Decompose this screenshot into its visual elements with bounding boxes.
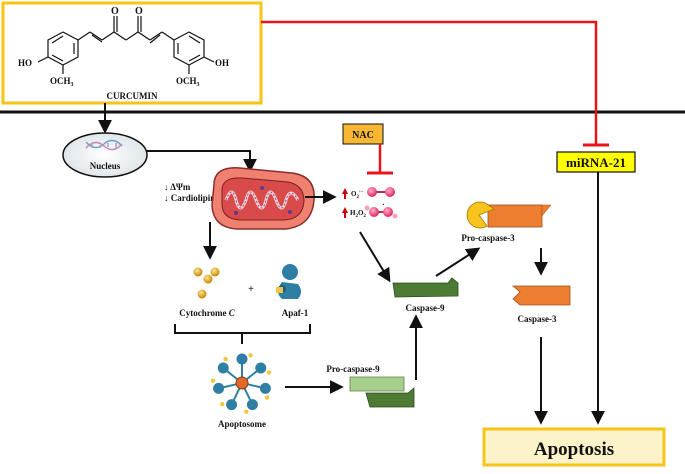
apoptosome-core bbox=[235, 376, 249, 390]
h2o2-molecule bbox=[364, 205, 398, 219]
procaspase3-label: Pro-caspase-3 bbox=[461, 233, 515, 243]
arrow-caspase9-to-procaspase3 bbox=[435, 247, 481, 277]
mitochondrion bbox=[211, 167, 315, 230]
carbonyl-o-right: O bbox=[135, 6, 143, 17]
procaspase3-icon bbox=[466, 201, 552, 229]
apaf1-subunit bbox=[246, 399, 258, 411]
nac-label: NAC bbox=[352, 130, 374, 141]
mirna-box: miRNA-21 bbox=[556, 151, 636, 173]
procaspase9-icon bbox=[349, 376, 415, 408]
curcumin-box: O O HO OH OCH3 OCH3 CURCUMIN bbox=[1, 1, 263, 105]
mirna-label: miRNA-21 bbox=[566, 155, 626, 170]
nucleus: Nucleus bbox=[62, 132, 148, 178]
cytochrome-subunit bbox=[210, 378, 216, 384]
curcumin-inhibits-mirna-line bbox=[261, 20, 598, 145]
cytochrome-subunit bbox=[248, 353, 253, 358]
apoptosis-box: Apoptosis bbox=[482, 427, 666, 467]
caspase3-icon bbox=[511, 285, 571, 306]
plus-sign: + bbox=[248, 284, 254, 295]
apoptosome-icon bbox=[210, 353, 272, 414]
svg-text:·: · bbox=[382, 200, 385, 209]
apaf1-subunit bbox=[236, 353, 248, 365]
arrow-nucleus-to-mito bbox=[147, 150, 257, 173]
dna-icon bbox=[85, 139, 123, 151]
methoxy-right: OCH3 bbox=[176, 76, 200, 88]
ros-group: O2·− H2O2 · bbox=[342, 187, 398, 219]
apaf1-subunit bbox=[255, 362, 267, 374]
superoxide-label: O2·− bbox=[351, 190, 364, 200]
apaf1-label: Apaf-1 bbox=[282, 308, 309, 318]
curcumin-label: CURCUMIN bbox=[107, 91, 158, 101]
mito-potential-label: ↓ ΔΨm bbox=[164, 182, 191, 192]
cytochrome-subunit bbox=[223, 356, 228, 362]
cytochrome-subunit bbox=[220, 402, 225, 407]
cytochrome-subunit bbox=[244, 409, 249, 414]
procaspase9-label: Pro-caspase-9 bbox=[326, 364, 380, 374]
apoptosome-label: Apoptosome bbox=[218, 419, 266, 429]
nac-box: NAC bbox=[342, 123, 384, 145]
superoxide-molecule bbox=[367, 187, 395, 197]
caspase9-icon bbox=[392, 277, 459, 298]
apaf1-subunit bbox=[259, 382, 271, 394]
caspase3-label: Caspase-3 bbox=[517, 314, 557, 324]
apaf1-icon bbox=[276, 264, 301, 299]
apaf1-subunit bbox=[213, 382, 225, 394]
caspase9-label: Caspase-9 bbox=[405, 303, 445, 313]
apoptosis-label: Apoptosis bbox=[534, 439, 614, 460]
cytochrome-subunit bbox=[266, 370, 272, 375]
methoxy-left: OCH3 bbox=[50, 76, 74, 88]
up-arrow-icon bbox=[342, 207, 348, 218]
cardiolipin-label: ↓ Cardiolipin bbox=[164, 193, 215, 203]
cytochrome-subunit bbox=[264, 395, 270, 400]
apaf1-subunit bbox=[217, 362, 229, 374]
cytochrome-label: Cytochrome C bbox=[179, 308, 236, 318]
h2o2-label: H2O2 bbox=[350, 209, 366, 219]
nucleus-label: Nucleus bbox=[90, 161, 121, 171]
apaf1-subunit bbox=[226, 399, 238, 411]
arrow-ros-to-caspase9 bbox=[359, 231, 391, 283]
curcumin-structure bbox=[37, 16, 215, 74]
cytochrome-c-icon bbox=[193, 267, 220, 299]
hydroxyl-right: OH bbox=[215, 58, 229, 68]
bracket bbox=[174, 324, 311, 334]
carbonyl-o-left: O bbox=[111, 6, 119, 17]
hydroxyl-left: HO bbox=[18, 58, 32, 68]
up-arrow-icon bbox=[342, 188, 348, 199]
